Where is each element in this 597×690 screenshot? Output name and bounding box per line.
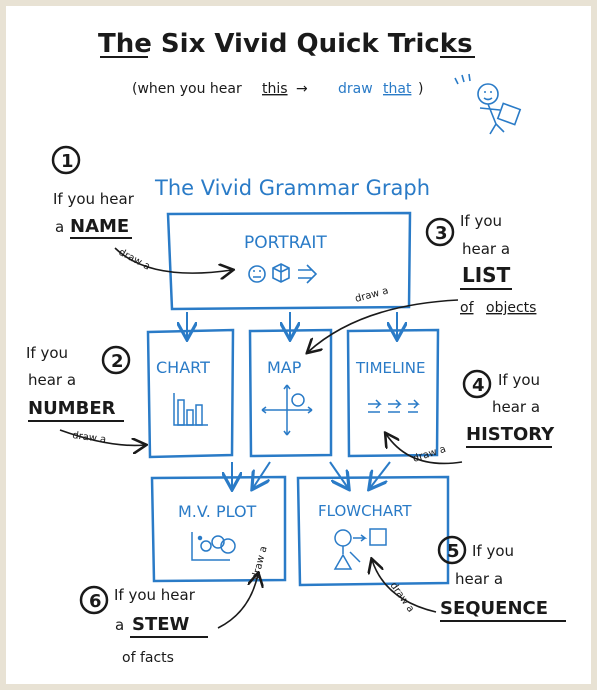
flowchart-shapes-icon [333,528,387,570]
subtitle-close: ) [418,81,423,97]
trick-3-draw: draw a [354,285,390,304]
map-box: MAP [248,328,333,458]
trick-5-keyword: SEQUENCE [440,598,548,619]
trick-4-keyword: HISTORY [466,424,555,445]
trick-2-keyword: NUMBER [28,398,116,419]
trick-5-line1: If you [472,542,514,560]
trick-2-line2: hear a [28,371,76,389]
trick-3: 3 If you hear a LIST of objects draw a [308,212,536,352]
main-title: The Six Vivid Quick Tricks [98,29,473,59]
trick-1-keyword: NAME [70,216,129,237]
trick-6-line1: If you hear [114,586,196,604]
mvplot-label: M.V. PLOT [178,502,257,521]
trick-6-line3: of facts [122,650,174,666]
trick-2: If you 2 hear a NUMBER draw a [26,344,145,446]
trick-6-line2: a [115,616,124,634]
trick-2-number: 2 [111,351,124,372]
trick-4: 4 If you hear a HISTORY draw a [386,369,555,465]
trick-6: 6 If you hear a STEW of facts draw a [79,545,270,666]
graph-title: The Vivid Grammar Graph [154,176,430,200]
trick-2-line1: If you [26,344,68,362]
trick-3-line4: objects [486,300,536,316]
flowchart-label: FLOWCHART [318,502,412,520]
trick-4-line1: If you [498,371,540,389]
timeline-label: TIMELINE [355,359,426,377]
timeline-arrows-icon [368,399,420,413]
subtitle-that: that [383,81,412,97]
map-label: MAP [267,358,302,377]
bubble-plot-icon [191,532,236,561]
trick-3-line2: hear a [462,240,510,258]
subtitle-draw: draw [338,81,373,97]
trick-6-keyword: STEW [132,614,190,635]
portrait-label: PORTRAIT [244,233,327,253]
portrait-symbols-icon [248,263,318,284]
trick-5-number: 5 [447,541,460,562]
portrait-box: PORTRAIT [166,211,412,311]
map-axes-icon [261,384,313,436]
trick-5: 5 If you hear a SEQUENCE draw a [372,535,566,622]
bar-chart-icon [173,393,208,426]
trick-3-line3: of [460,300,475,316]
trick-1-line2: a [55,218,64,236]
subtitle-open: (when you hear [132,81,242,97]
trick-4-number: 4 [472,375,485,396]
trick-2-draw: draw a [72,430,107,446]
trick-4-line2: hear a [492,398,540,416]
stick-figure-icon [454,73,522,135]
trick-6-number: 6 [89,591,102,612]
subtitle-arrow: → [296,81,308,97]
trick-3-number: 3 [435,223,448,244]
trick-5-line2: hear a [455,570,503,588]
chart-box: CHART [146,328,235,459]
trick-3-line1: If you [460,212,502,230]
timeline-box: TIMELINE [346,328,440,458]
trick-1-line1: If you hear [53,190,135,208]
trick-1-draw: draw a [117,247,152,273]
subtitle-this: this [262,81,288,97]
trick-3-keyword: LIST [462,263,511,287]
chart-label: CHART [156,358,210,377]
flowchart-box: FLOWCHART [296,475,450,587]
mvplot-box: M.V. PLOT [150,475,287,583]
trick-1-number: 1 [61,151,74,172]
trick-1: 1 If you hear a NAME draw a [51,145,232,273]
trick-6-draw: draw a [250,545,269,581]
